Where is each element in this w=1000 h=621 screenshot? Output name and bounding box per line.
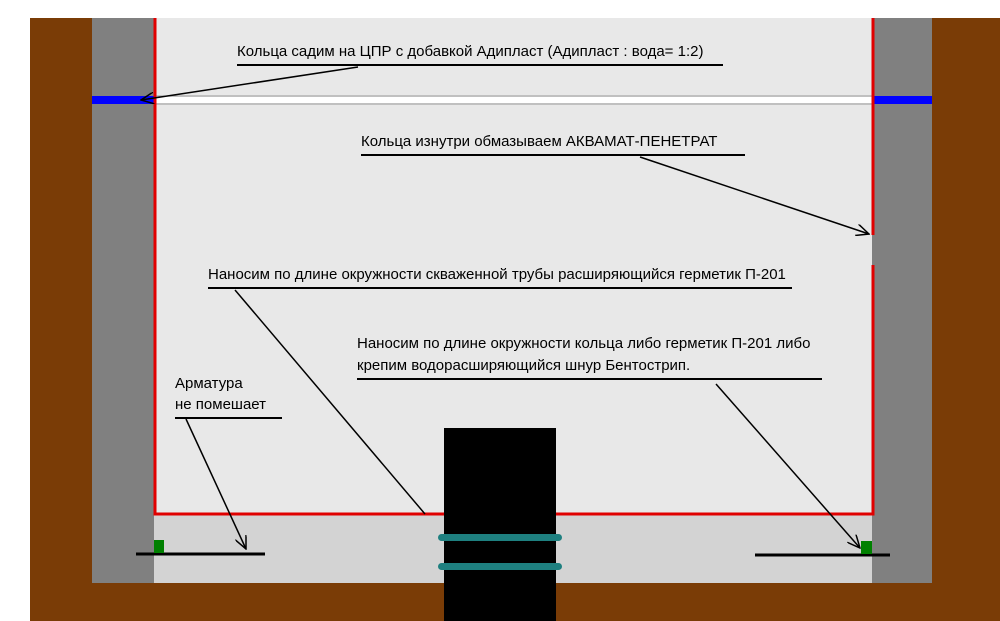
- label-ring-sealant-line1: Наносим по длине окружности кольца либо …: [357, 335, 811, 352]
- sealant-band-top: [438, 534, 562, 541]
- arrow-ring-sealant: [715, 383, 860, 548]
- arrow-akvamat: [639, 156, 869, 234]
- label-pipe-sealant: Наносим по длине окружности скваженной т…: [208, 265, 792, 289]
- sealant-band-bottom: [438, 563, 562, 570]
- label-rebar-line1: Арматура: [175, 375, 243, 392]
- soil-left: [30, 18, 92, 621]
- marker-right: [861, 541, 872, 554]
- marker-left: [154, 540, 164, 553]
- joint-seal-left: [92, 96, 154, 104]
- label-ring-sealant-line2: крепим водорасширяющийся шнур Бентострип…: [357, 356, 822, 380]
- label-akvamat: Кольца изнутри обмазываем АКВАМАТ-ПЕНЕТР…: [361, 132, 745, 156]
- well-pipe: [444, 428, 556, 621]
- joint-seal-right: [872, 96, 932, 104]
- arrow-rebar: [185, 418, 246, 549]
- label-cpr: Кольца садим на ЦПР с добавкой Адипласт …: [237, 42, 723, 66]
- ring-wall-right: [872, 18, 932, 583]
- arrow-pipe-sealant: [234, 289, 426, 515]
- ring-wall-left: [92, 18, 154, 583]
- label-rebar-line2: не помешает: [175, 395, 282, 419]
- soil-right: [932, 18, 1000, 621]
- joint-gap: [154, 97, 872, 103]
- arrow-cpr: [141, 66, 359, 100]
